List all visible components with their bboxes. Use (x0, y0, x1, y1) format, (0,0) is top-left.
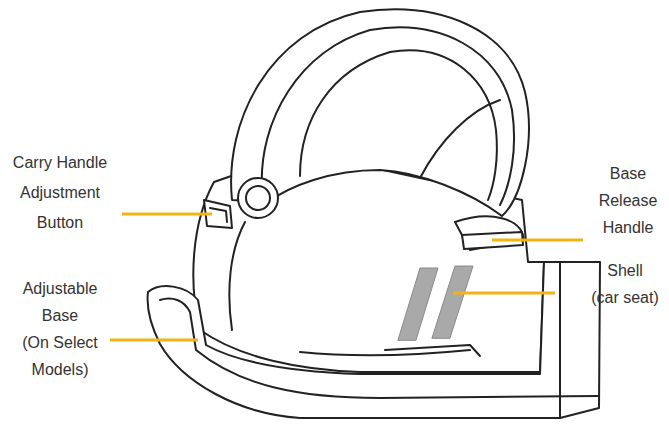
label-line: Base (22, 302, 98, 329)
label-line: Base (599, 160, 658, 187)
handle-pivot (246, 186, 270, 210)
label-line: (On Select (22, 329, 98, 356)
label-line: Adjustment (13, 178, 107, 208)
base-edge (160, 299, 598, 399)
adjustable-base (148, 262, 600, 418)
part-label: Adjustable Base (On Select Models) (22, 275, 98, 383)
leader-line (110, 339, 198, 342)
handle-adjustment-button (210, 208, 227, 222)
label-line: Shell (591, 257, 659, 284)
label-line: Models) (22, 356, 98, 383)
leader-line (453, 292, 555, 295)
label-line: Release (599, 187, 658, 214)
canopy-seam (262, 28, 514, 205)
harness-strap (398, 268, 438, 340)
canopy-seam (300, 50, 497, 200)
part-label: Shell (car seat) (591, 257, 659, 311)
label-line: Handle (599, 214, 658, 241)
label-line: Adjustable (22, 275, 98, 302)
base-edge (559, 262, 561, 418)
buckle-line (385, 345, 480, 356)
label-line: Carry Handle (13, 148, 107, 178)
canopy (231, 9, 529, 216)
label-line: (car seat) (591, 284, 659, 311)
label-line: Button (13, 208, 107, 238)
part-label: Base Release Handle (599, 160, 658, 241)
canopy-seam (420, 100, 500, 178)
leader-line (492, 239, 583, 242)
part-label: Carry Handle Adjustment Button (13, 148, 107, 238)
leader-line (122, 213, 212, 216)
shell-edge (229, 222, 245, 330)
seat-cushion (455, 216, 524, 250)
harness-strap (432, 266, 473, 338)
handle-pivot (238, 178, 278, 218)
